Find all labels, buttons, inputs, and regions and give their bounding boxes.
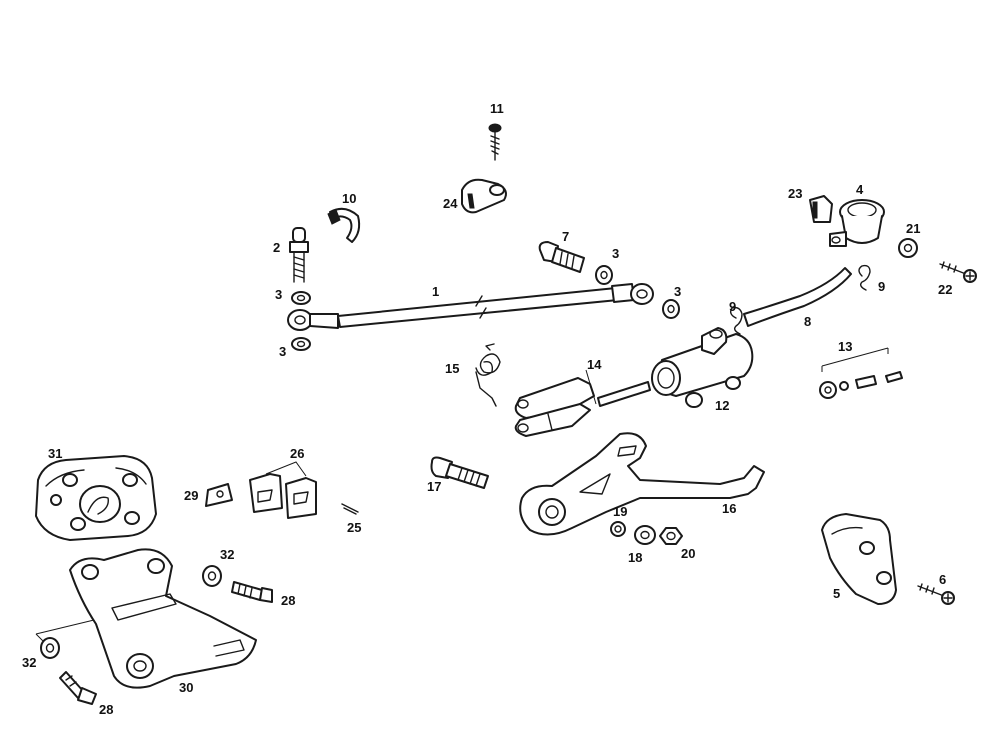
callout-8: 8 xyxy=(804,314,811,329)
callout-19: 19 xyxy=(613,504,627,519)
callout-26: 26 xyxy=(290,446,304,461)
part-12-master-cylinder xyxy=(651,327,754,408)
callout-3: 3 xyxy=(275,287,282,302)
part-4-fluid-reservoir xyxy=(829,199,885,247)
callout-5: 5 xyxy=(833,586,840,601)
part-19-washer xyxy=(610,521,626,537)
callout-18: 18 xyxy=(628,550,642,565)
callout-15: 15 xyxy=(445,361,459,376)
callout-3: 3 xyxy=(279,344,286,359)
callout-16: 16 xyxy=(722,501,736,516)
callout-13: 13 xyxy=(838,339,852,354)
part-6-screw xyxy=(917,583,955,605)
part-3-washer-upper xyxy=(291,291,311,305)
part-23-bracket-nut xyxy=(809,195,833,223)
part-30-caliper-bracket xyxy=(35,548,257,689)
callout-29: 29 xyxy=(184,488,198,503)
part-29-anti-squeal-plate xyxy=(205,483,233,507)
callout-2: 2 xyxy=(273,240,280,255)
part-17-bolt xyxy=(430,456,489,489)
part-1-brake-hose xyxy=(287,283,654,331)
callout-9: 9 xyxy=(878,279,885,294)
callout-7: 7 xyxy=(562,229,569,244)
part-32-washer-upper xyxy=(202,565,222,587)
part-25-pin xyxy=(341,503,359,515)
part-21-washer xyxy=(898,238,918,258)
callout-3: 3 xyxy=(674,284,681,299)
part-14-clevis-pushrod xyxy=(514,369,651,437)
callout-labels: 1 2 3 3 3 3 4 5 6 7 8 9 9 10 11 12 13 14… xyxy=(22,101,952,717)
part-31-brake-caliper xyxy=(35,455,157,541)
callout-22: 22 xyxy=(938,282,952,297)
callout-23: 23 xyxy=(788,186,802,201)
callout-32: 32 xyxy=(220,547,234,562)
callout-24: 24 xyxy=(443,196,458,211)
part-28-bolt-upper xyxy=(231,581,273,603)
part-3-washer-lower xyxy=(291,337,311,351)
callout-21: 21 xyxy=(906,221,920,236)
callout-25: 25 xyxy=(347,520,361,535)
part-2-bleed-screw xyxy=(289,227,309,283)
part-28-bolt-lower xyxy=(59,671,97,705)
part-3-washer-bolt xyxy=(595,265,613,285)
part-15-return-spring xyxy=(475,343,501,407)
callout-14: 14 xyxy=(587,357,602,372)
callout-9: 9 xyxy=(729,299,736,314)
part-3-washer-hose-end xyxy=(662,299,680,319)
part-10-hose-clip xyxy=(327,207,361,243)
part-26-brake-pads xyxy=(249,461,317,519)
part-18-washer xyxy=(634,525,656,545)
callout-10: 10 xyxy=(342,191,356,206)
part-24-clamp xyxy=(461,178,507,214)
part-16-brake-pedal xyxy=(519,432,765,536)
callout-1: 1 xyxy=(432,284,439,299)
callout-32: 32 xyxy=(22,655,36,670)
callout-3: 3 xyxy=(612,246,619,261)
part-9-clip-upper xyxy=(858,264,871,291)
part-22-screw xyxy=(939,261,977,283)
callout-30: 30 xyxy=(179,680,193,695)
callout-17: 17 xyxy=(427,479,441,494)
part-5-cover xyxy=(821,513,897,605)
callout-31: 31 xyxy=(48,446,62,461)
part-8-reservoir-hose xyxy=(743,267,852,327)
callout-28: 28 xyxy=(281,593,295,608)
callout-28: 28 xyxy=(99,702,113,717)
part-20-nut xyxy=(659,527,683,545)
part-11-screw xyxy=(488,123,502,161)
callout-11: 11 xyxy=(490,101,504,116)
part-32-washer-lower xyxy=(40,637,60,659)
part-7-banjo-bolt xyxy=(538,241,585,273)
callout-4: 4 xyxy=(856,182,864,197)
part-9-clip-lower xyxy=(729,306,743,335)
callout-20: 20 xyxy=(681,546,695,561)
callout-6: 6 xyxy=(939,572,946,587)
callout-12: 12 xyxy=(715,398,729,413)
part-13-pushrod-kit xyxy=(819,347,903,399)
